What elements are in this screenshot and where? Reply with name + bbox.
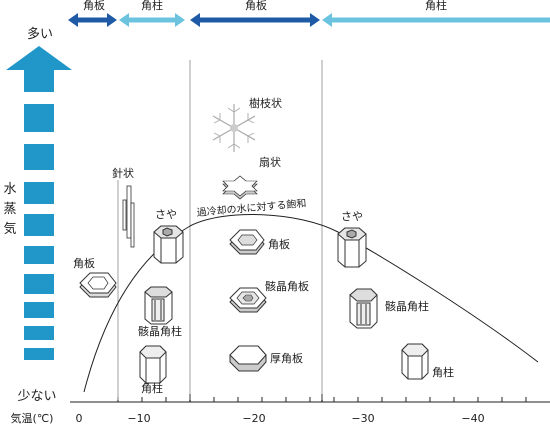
vapor-label-char-3: 気	[3, 221, 16, 237]
hollow-column-right	[349, 288, 378, 329]
dendrite-crystal	[212, 104, 256, 152]
saturation-curve	[83, 214, 539, 393]
sheath-crystal-right	[337, 227, 367, 268]
band-column-2: 角柱	[322, 0, 550, 27]
top-bands: 角板 角柱 角板 角柱	[68, 0, 550, 27]
plate-mid-label: 角板	[268, 237, 290, 251]
sheath-crystal-left	[153, 225, 184, 264]
tick-label-minus-10: −10	[127, 412, 150, 425]
plate-left-label: 角板	[73, 256, 95, 270]
vapor-axis: 多い 水 蒸 気 少ない	[3, 26, 72, 404]
thick-plate-label: 厚角板	[270, 351, 303, 365]
sheath-left-label: さや	[155, 208, 177, 221]
sector-label: 扇状	[259, 155, 281, 169]
hollow-column-left-label: 骸晶角柱	[138, 324, 182, 338]
band-plate-1: 角板	[68, 0, 117, 27]
column-right-label: 角柱	[432, 365, 454, 379]
band-column-1: 角柱	[119, 0, 185, 27]
hollow-plate-label: 骸晶角板	[265, 279, 309, 293]
needle-crystal	[122, 185, 135, 248]
plate-crystal-left	[79, 272, 117, 298]
band-plate-2-label: 角板	[245, 0, 267, 12]
saturation-curve-label: 過冷却の水に対する飽和	[196, 196, 307, 219]
hollow-column-right-label: 骸晶角柱	[385, 299, 429, 313]
dendrite-label: 樹枝状	[249, 96, 282, 110]
temperature-axis: 気温(℃) 0 −10 −20 −30 −40	[11, 394, 550, 425]
vapor-high-label: 多い	[27, 26, 53, 42]
band-column-2-label: 角柱	[425, 0, 447, 12]
vapor-low-label: 少ない	[17, 389, 56, 404]
column-crystal-left	[139, 345, 167, 384]
tick-label-0: 0	[76, 412, 83, 425]
column-crystal-right	[401, 343, 429, 380]
sector-crystal	[222, 175, 258, 200]
tick-label-minus-40: −40	[461, 412, 484, 425]
tick-label-minus-30: −30	[351, 412, 374, 425]
temperature-axis-label: 気温(℃)	[11, 411, 54, 425]
band-plate-2: 角板	[190, 0, 320, 27]
vapor-label-char-1: 水	[3, 182, 16, 197]
hollow-plate-crystal	[229, 287, 267, 313]
region-boundaries	[117, 60, 323, 400]
thick-plate-crystal	[229, 345, 267, 372]
plate-crystal-mid	[229, 229, 265, 255]
column-left-label: 角柱	[141, 381, 163, 395]
sheath-right-label: さや	[341, 210, 363, 223]
vapor-arrow-segments	[24, 70, 54, 360]
band-plate-1-label: 角板	[83, 0, 105, 12]
band-column-1-label: 角柱	[141, 0, 163, 12]
vapor-label-char-2: 蒸	[3, 202, 16, 217]
hollow-column-left	[144, 286, 173, 325]
vapor-arrow-head	[6, 46, 72, 70]
tick-label-minus-20: −20	[242, 412, 265, 425]
needle-label: 針状	[112, 166, 134, 180]
